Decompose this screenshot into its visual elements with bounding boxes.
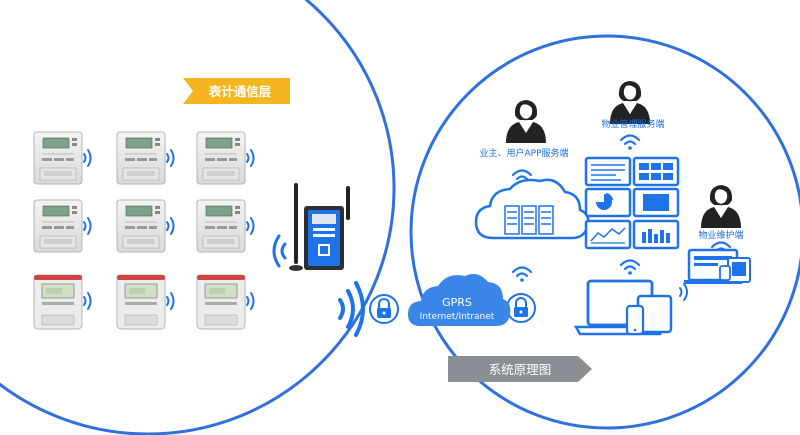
meter-icon: [116, 274, 166, 330]
meter-layer-label: 表计通信层: [183, 78, 290, 104]
meter-icon: [196, 131, 246, 185]
cloud-line2: Internet/Intranet: [420, 312, 495, 322]
maintenance-label: 物业维护端: [698, 229, 743, 241]
lock-icon: [506, 293, 536, 323]
system-diagram-text: 系统原理图: [489, 362, 552, 377]
meter-grid: [33, 131, 246, 330]
router-signal-icon: [338, 281, 365, 337]
meter-icon: [33, 199, 83, 253]
gprs-cloud: GPRS Internet/Intranet: [408, 274, 511, 326]
cloud-line1: GPRS: [442, 296, 472, 309]
monitor-icon: [632, 219, 680, 250]
maintenance-devices-icon: [684, 248, 751, 284]
monitor-icon: [584, 219, 632, 250]
meter-icon: [196, 199, 246, 253]
meter-icon: [116, 131, 166, 185]
property-mgmt-label: 物业管理服务端: [601, 118, 664, 130]
management-screens: [584, 156, 680, 250]
meter-icon: [116, 199, 166, 253]
monitor-icon: [584, 187, 632, 218]
owner-app-label: 业主、用户APP服务端: [479, 147, 568, 159]
meter-layer-text: 表计通信层: [208, 84, 272, 99]
meter-icon: [33, 274, 83, 330]
monitor-icon: [632, 187, 680, 218]
meter-icon: [33, 131, 83, 185]
system-diagram-label: 系统原理图: [448, 356, 592, 382]
meter-icon: [196, 274, 246, 330]
client-devices-icon: [573, 279, 688, 336]
gprs-router-icon: [272, 183, 350, 271]
lock-icon: [369, 294, 399, 324]
monitor-icon: [584, 156, 632, 187]
monitor-icon: [632, 156, 680, 187]
